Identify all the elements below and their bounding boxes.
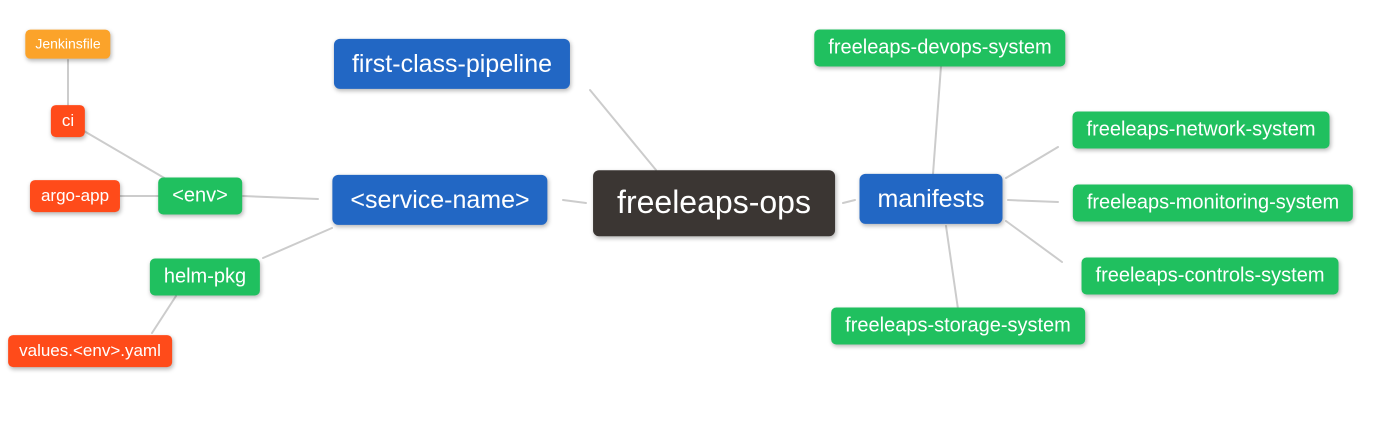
node-freeleaps-controls-system[interactable]: freeleaps-controls-system bbox=[1081, 257, 1339, 295]
node-service-name[interactable]: <service-name> bbox=[332, 174, 548, 226]
edge-manifests-to-freeleaps-controls-system bbox=[1005, 220, 1063, 263]
edge-manifests-to-freeleaps-monitoring-system bbox=[1007, 199, 1059, 203]
node-freeleaps-monitoring-system[interactable]: freeleaps-monitoring-system bbox=[1072, 184, 1354, 222]
node-values-env-yaml[interactable]: values.<env>.yaml bbox=[8, 335, 172, 367]
edge-env-to-service-name bbox=[242, 195, 319, 200]
node-ci[interactable]: ci bbox=[50, 105, 86, 137]
node-freeleaps-devops-system[interactable]: freeleaps-devops-system bbox=[814, 29, 1066, 67]
edge-freeleaps-ops-to-manifests bbox=[842, 199, 856, 204]
node-argo-app[interactable]: argo-app bbox=[29, 180, 121, 212]
edge-manifests-to-freeleaps-network-system bbox=[1005, 146, 1059, 179]
node-freeleaps-ops[interactable]: freeleaps-ops bbox=[593, 170, 835, 236]
node-manifests[interactable]: manifests bbox=[859, 173, 1003, 225]
node-env[interactable]: <env> bbox=[158, 177, 242, 215]
node-jenkinsfile[interactable]: Jenkinsfile bbox=[25, 29, 111, 59]
edge-service-name-to-freeleaps-ops bbox=[562, 199, 587, 204]
edge-service-name-to-helm-pkg bbox=[262, 227, 333, 259]
edge-manifests-to-freeleaps-storage-system bbox=[945, 225, 959, 310]
node-freeleaps-network-system[interactable]: freeleaps-network-system bbox=[1072, 111, 1330, 149]
edge-first-class-pipeline-to-freeleaps-ops bbox=[589, 89, 657, 171]
node-freeleaps-storage-system[interactable]: freeleaps-storage-system bbox=[831, 307, 1085, 345]
edge-manifests-to-freeleaps-devops-system bbox=[932, 65, 942, 175]
edge-helm-pkg-to-values-env-yaml bbox=[151, 295, 177, 334]
node-first-class-pipeline[interactable]: first-class-pipeline bbox=[333, 38, 571, 90]
node-helm-pkg[interactable]: helm-pkg bbox=[149, 258, 261, 296]
edge-ci-to-env bbox=[83, 130, 167, 180]
